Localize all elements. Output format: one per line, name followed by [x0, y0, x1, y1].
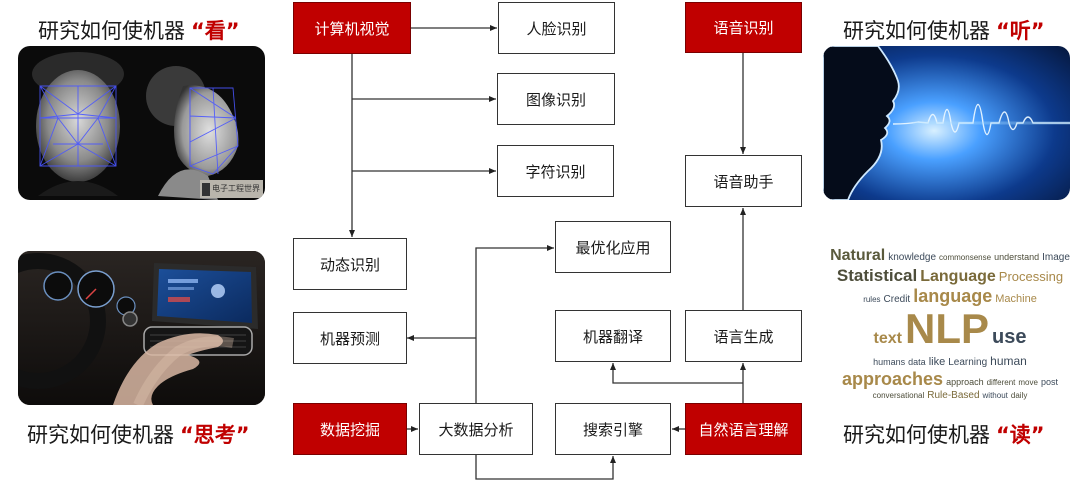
node-speech-recognition: 语音识别 — [685, 2, 802, 53]
edge-nlu-translation — [610, 363, 743, 384]
cloud-word: Processing — [998, 269, 1064, 284]
cloud-word: move — [1018, 378, 1038, 387]
node-character-recognition: 字符识别 — [497, 145, 614, 197]
cloud-word: commonsense — [939, 253, 992, 262]
cloud-word: humans — [873, 357, 906, 367]
cloud-word: Natural — [830, 247, 886, 264]
node-natural-language-understanding: 自然语言理解 — [685, 403, 802, 455]
cloud-word: without — [982, 391, 1008, 400]
cloud-word: Statistical — [836, 266, 918, 285]
node-optimization-application: 最优化应用 — [555, 221, 671, 273]
watermark-logo-icon — [202, 182, 210, 196]
caption-see: 研究如何使机器“看” — [38, 15, 240, 45]
cloud-word: Image — [1042, 252, 1070, 263]
caption-hear-prefix: 研究如何使机器 — [843, 19, 990, 43]
cloud-word: approaches — [842, 369, 944, 389]
cloud-word: different — [986, 378, 1016, 387]
voice-waveform-image — [823, 46, 1070, 200]
node-computer-vision: 计算机视觉 — [293, 2, 411, 54]
watermark-text: 电子工程世界 — [212, 184, 260, 193]
caption-think-highlight: “思考” — [180, 423, 250, 447]
caption-read: 研究如何使机器“读” — [843, 419, 1045, 449]
node-machine-prediction: 机器预测 — [293, 312, 407, 364]
caption-hear-highlight: “听” — [996, 19, 1045, 43]
cloud-word: Language — [920, 268, 996, 285]
cloud-word: Learning — [948, 357, 988, 368]
node-big-data-analysis: 大数据分析 — [419, 403, 533, 455]
node-search-engine: 搜索引擎 — [555, 403, 671, 455]
node-motion-recognition: 动态识别 — [293, 238, 407, 290]
caption-see-highlight: “看” — [191, 19, 240, 43]
node-machine-translation: 机器翻译 — [555, 310, 671, 362]
node-language-generation: 语言生成 — [685, 310, 802, 362]
cloud-word: conversational — [872, 391, 925, 400]
cloud-word: use — [991, 326, 1027, 348]
cloud-word: Machine — [995, 293, 1037, 305]
cloud-word: NLP — [904, 305, 989, 352]
node-voice-assistant: 语音助手 — [685, 155, 802, 207]
cloud-word: Credit — [883, 294, 911, 305]
caption-think: 研究如何使机器“思考” — [27, 419, 250, 449]
cloud-word: daily — [1010, 391, 1028, 400]
edge-bigdata-optimization — [475, 245, 554, 403]
node-data-mining: 数据挖掘 — [293, 403, 407, 455]
caption-read-prefix: 研究如何使机器 — [843, 423, 990, 447]
car-dashboard-illustration — [18, 251, 265, 405]
car-gesture-image — [18, 251, 265, 405]
node-image-recognition: 图像识别 — [497, 73, 615, 125]
caption-read-highlight: “读” — [996, 423, 1045, 447]
cloud-word: language — [913, 286, 993, 306]
cloud-word: like — [928, 356, 946, 368]
cloud-word: data — [908, 357, 926, 367]
cloud-word: approach — [946, 377, 984, 387]
cloud-word: text — [873, 330, 902, 347]
cloud-word: rules — [863, 295, 881, 304]
voice-wave-illustration — [823, 46, 1070, 200]
cloud-word: post — [1040, 377, 1058, 387]
face-recognition-image: 电子工程世界 — [18, 46, 265, 200]
caption-hear: 研究如何使机器“听” — [843, 15, 1045, 45]
cloud-word: Rule-Based — [927, 390, 980, 401]
caption-think-prefix: 研究如何使机器 — [27, 423, 174, 447]
caption-see-prefix: 研究如何使机器 — [38, 19, 185, 43]
edge-bigdata-search — [475, 455, 616, 480]
watermark-badge: 电子工程世界 — [200, 180, 263, 198]
cloud-word: knowledge — [888, 252, 937, 263]
cloud-word: human — [990, 354, 1027, 368]
node-face-recognition: 人脸识别 — [498, 2, 615, 54]
cloud-word: understand — [994, 252, 1040, 262]
